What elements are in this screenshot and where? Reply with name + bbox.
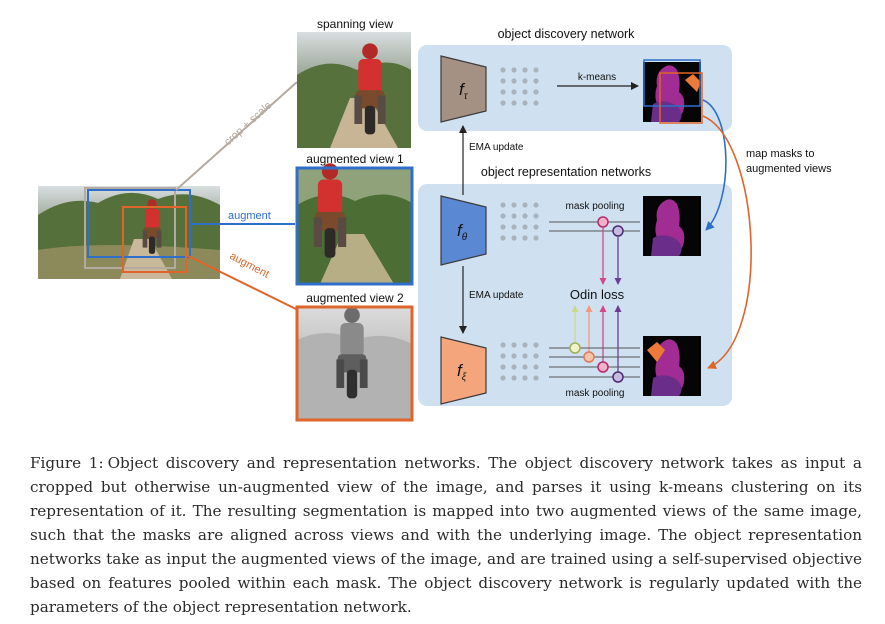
augmented-view-1-title: augmented view 1 xyxy=(306,152,404,166)
xi-mask xyxy=(643,336,701,396)
network-tau-label: f xyxy=(459,80,466,99)
network-theta-label: f xyxy=(457,221,464,240)
augment-connector-2 xyxy=(185,254,299,311)
network-theta xyxy=(440,195,487,266)
spanning-view-image xyxy=(297,32,411,148)
ema-update-label-2: EMA update xyxy=(469,290,524,301)
figure-diagram: crop + scale augment augment spanning vi… xyxy=(38,17,832,422)
network-xi-label: f xyxy=(457,361,464,380)
pool-node-bottom-green xyxy=(569,342,581,354)
pool-node-bottom-salmon xyxy=(583,351,595,363)
network-tau-subscript: τ xyxy=(464,91,469,102)
crop-box-spanning xyxy=(84,187,176,269)
network-xi xyxy=(440,336,487,405)
kmeans-label: k-means xyxy=(578,72,616,83)
representation-title: object representation networks xyxy=(481,165,651,179)
augmented-view-2-image xyxy=(295,305,414,422)
source-image xyxy=(38,186,220,279)
augment-label-2: augment xyxy=(228,250,271,281)
crop-connector xyxy=(175,81,298,191)
pool-node-top-pink xyxy=(597,216,609,228)
network-xi-subscript: ξ xyxy=(462,372,467,383)
crop-box-view2 xyxy=(122,206,187,273)
map-masks-arrow-blue xyxy=(702,99,727,231)
theta-mask xyxy=(643,196,701,256)
svg-text:fτ: fτ xyxy=(459,80,469,102)
caption-text: Object discovery and representation netw… xyxy=(30,454,862,616)
spanning-view-title: spanning view xyxy=(317,17,393,31)
map-masks-label-2: augmented views xyxy=(746,163,832,175)
discovery-mask-crop-orange xyxy=(659,72,703,124)
mask-pooling-top-label: mask pooling xyxy=(566,201,625,212)
map-masks-arrow-orange xyxy=(702,115,752,369)
odin-loss-label: Odin loss xyxy=(570,287,625,302)
pool-node-bottom-purple xyxy=(612,371,624,383)
discovery-mask-crop-blue xyxy=(643,59,701,107)
augmented-view-1-image xyxy=(295,163,414,286)
discovery-title: object discovery network xyxy=(498,27,636,41)
network-theta-subscript: θ xyxy=(462,232,468,243)
network-tau xyxy=(440,55,487,123)
discovery-mask xyxy=(643,62,701,122)
svg-text:fξ: fξ xyxy=(457,361,467,383)
figure-caption: Figure 1:Object discovery and representa… xyxy=(30,451,862,619)
augment-label-1: augment xyxy=(228,210,271,222)
pool-node-bottom-pink xyxy=(597,361,609,373)
crop-scale-label: crop + scale xyxy=(222,99,274,148)
mask-pooling-bottom-label: mask pooling xyxy=(566,388,625,399)
map-masks-label-1: map masks to xyxy=(746,148,814,160)
pool-node-top-purple xyxy=(612,225,624,237)
svg-text:fθ: fθ xyxy=(457,221,468,243)
caption-label: Figure 1: xyxy=(30,454,104,472)
ema-update-label-1: EMA update xyxy=(469,142,524,153)
augmented-view-2-title: augmented view 2 xyxy=(306,291,404,305)
